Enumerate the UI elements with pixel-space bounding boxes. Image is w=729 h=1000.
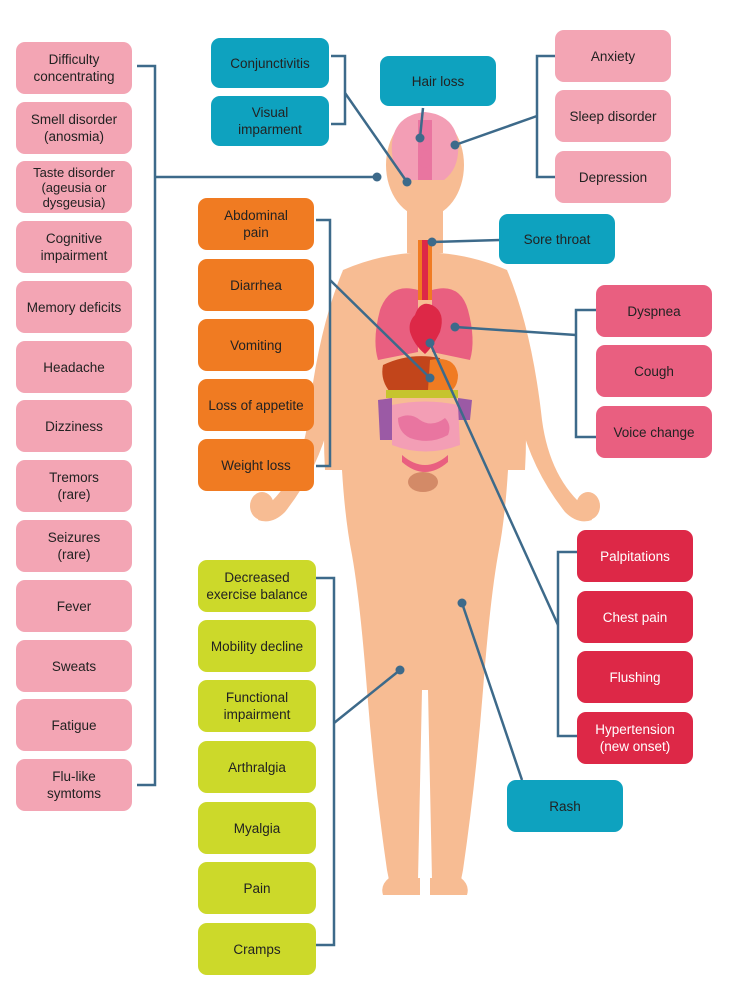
symptom-dizziness: Dizziness [16,400,132,452]
symptom-pain: Pain [198,862,316,914]
symptom-chest-pain: Chest pain [577,591,693,643]
symptom-dyspnea: Dyspnea [596,285,712,337]
connector-lines [137,54,596,947]
label: Sleep disorder [569,108,657,124]
symptom-cough: Cough [596,345,712,397]
symptom-cramps: Cramps [198,923,316,975]
label: Flu-like symtoms [47,769,101,801]
label: Loss of appetite [208,397,304,413]
symptom-headache: Headache [16,341,132,393]
symptom-tremors: Tremors (rare) [16,460,132,512]
label: Anxiety [590,48,636,64]
label: Taste disorder (ageusia or dysgeusia) [33,164,115,210]
symptom-sleep-disorder: Sleep disorder [555,90,671,142]
label: Functional impairment [223,690,291,722]
label: Abdominal pain [224,208,288,240]
symptom-decreased-exercise-balance: Decreased exercise balance [198,560,316,612]
label: Sweats [51,658,97,674]
label: Chest pain [602,609,668,625]
label: Flushing [609,669,661,685]
symptom-conjunctivitis: Conjunctivitis [211,38,329,88]
label: Hair loss [411,73,465,89]
label: Vomiting [230,337,282,353]
label: Conjunctivitis [230,55,310,71]
label: Dizziness [45,418,103,434]
label: Headache [43,359,105,375]
symptom-voice-change: Voice change [596,406,712,458]
symptom-hair-loss: Hair loss [380,56,496,106]
body-silhouette [250,113,600,895]
label: Sore throat [523,231,591,247]
symptom-fatigue: Fatigue [16,699,132,751]
symptom-memory-deficits: Memory deficits [16,281,132,333]
symptom-sore-throat: Sore throat [499,214,615,264]
label: Fatigue [51,717,97,733]
symptom-fever: Fever [16,580,132,632]
symptom-diarrhea: Diarrhea [198,259,314,311]
symptom-depression: Depression [555,151,671,203]
label: Rash [549,798,581,814]
label: Cough [634,363,674,379]
symptom-hypertension: Hypertension (new onset) [577,712,693,764]
brain-organ [391,112,459,180]
label: Palpitations [600,548,670,564]
connector-dots [372,133,467,675]
symptom-loss-of-appetite: Loss of appetite [198,379,314,431]
label: Difficulty concentrating [33,52,115,84]
label: Myalgia [233,820,281,836]
label: Hypertension (new onset) [595,722,675,754]
symptom-myalgia: Myalgia [198,802,316,854]
label: Depression [578,169,648,185]
symptom-visual-impairment: Visual imparment [211,96,329,146]
label: Tremors (rare) [49,470,99,502]
label: Arthralgia [228,759,286,775]
symptom-vomiting: Vomiting [198,319,314,371]
label: Fever [56,598,92,614]
symptom-cognitive-impairment: Cognitive impairment [16,221,132,273]
symptom-smell-disorder: Smell disorder (anosmia) [16,102,132,154]
symptom-rash: Rash [507,780,623,832]
label: Decreased exercise balance [206,570,308,602]
label: Seizures (rare) [47,530,101,562]
label: Visual imparment [238,105,302,137]
symptom-sweats: Sweats [16,640,132,692]
symptom-seizures: Seizures (rare) [16,520,132,572]
label: Memory deficits [26,299,122,315]
label: Dyspnea [627,303,681,319]
label: Smell disorder (anosmia) [30,112,118,144]
symptom-arthralgia: Arthralgia [198,741,316,793]
symptom-flushing: Flushing [577,651,693,703]
symptom-weight-loss: Weight loss [198,439,314,491]
label: Voice change [613,424,695,440]
symptom-anxiety: Anxiety [555,30,671,82]
label: Cognitive impairment [40,231,108,263]
symptom-functional-impairment: Functional impairment [198,680,316,732]
label: Pain [243,880,271,896]
symptom-abdominal-pain: Abdominal pain [198,198,314,250]
label: Weight loss [221,457,291,473]
symptom-palpitations: Palpitations [577,530,693,582]
symptom-mobility-decline: Mobility decline [198,620,316,672]
trachea-organ [418,240,432,300]
label: Diarrhea [230,277,282,293]
symptom-taste-disorder: Taste disorder (ageusia or dysgeusia) [16,161,132,213]
label: Mobility decline [210,638,304,654]
label: Cramps [233,941,281,957]
symptom-difficulty-concentrating: Difficulty concentrating [16,42,132,94]
symptom-flu-like: Flu-like symtoms [16,759,132,811]
